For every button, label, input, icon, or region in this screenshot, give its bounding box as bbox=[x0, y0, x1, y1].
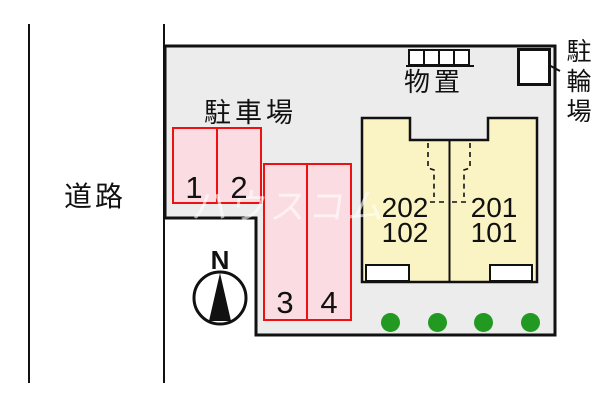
parking-space-number-2: 2 bbox=[230, 170, 248, 205]
parking-divider-3-4 bbox=[306, 165, 308, 319]
entrance-left bbox=[365, 264, 410, 282]
storage-label: 物置 bbox=[404, 67, 465, 97]
road-edge-line-left bbox=[28, 24, 30, 383]
tree-dot bbox=[381, 313, 400, 332]
unit-101: 101 bbox=[470, 217, 518, 248]
parking-space-number-3: 3 bbox=[276, 285, 294, 320]
road-label: 道路 bbox=[64, 181, 127, 212]
unit-201: 201 bbox=[470, 192, 518, 223]
watermark: ハウスコム bbox=[189, 186, 391, 227]
parking-divider-1-2 bbox=[216, 129, 218, 202]
compass-needle bbox=[209, 273, 231, 321]
unit-label-right: 201 101 bbox=[459, 192, 529, 248]
bicycle-parking-label: 駐輪場 bbox=[563, 38, 591, 128]
dashed-line-left bbox=[427, 143, 435, 197]
unit-102: 102 bbox=[381, 217, 429, 248]
tree-dot bbox=[428, 313, 447, 332]
tree-dot bbox=[521, 313, 540, 332]
compass-north-label: N bbox=[210, 245, 230, 275]
dashed-line-right bbox=[463, 143, 471, 197]
unit-202: 202 bbox=[381, 192, 429, 223]
parking-label: 駐車場 bbox=[204, 98, 297, 128]
parking-space-number-4: 4 bbox=[320, 285, 338, 320]
tree-dot bbox=[474, 313, 493, 332]
parking-space-number-1: 1 bbox=[185, 170, 203, 205]
storage-units bbox=[408, 49, 470, 66]
parking-block-1-2 bbox=[172, 127, 262, 204]
storage-box bbox=[453, 49, 470, 66]
bicycle-parking-area bbox=[517, 48, 551, 86]
unit-label-left: 202 102 bbox=[370, 192, 440, 248]
parking-block-3-4 bbox=[263, 163, 352, 321]
entrance-right bbox=[489, 264, 533, 282]
